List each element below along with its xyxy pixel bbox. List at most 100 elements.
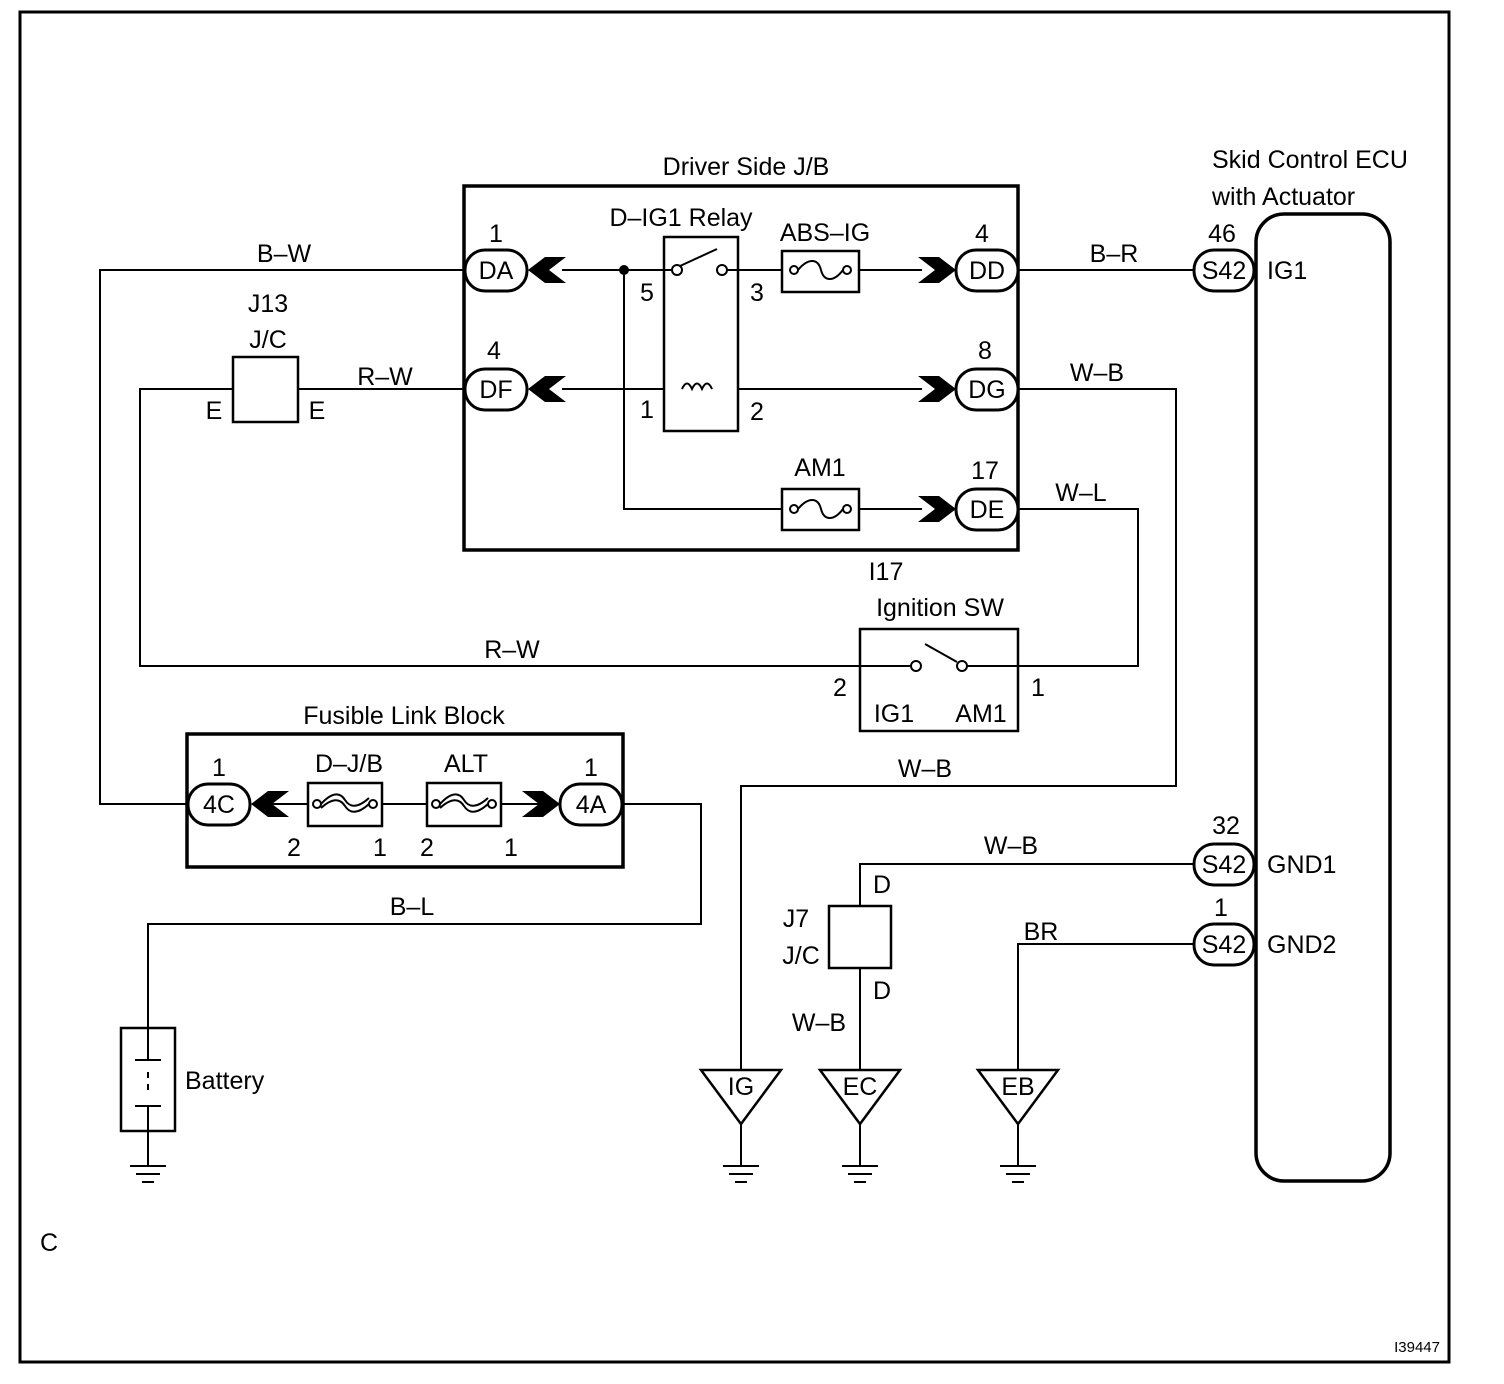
wires (99, 269, 1194, 1166)
ecu-pin-ig1: 46 (1208, 220, 1236, 248)
j7-top-pin: D (873, 871, 891, 899)
ecu-term-gnd1: GND1 (1267, 851, 1336, 879)
connector-df (463, 367, 529, 412)
ignition-switch: I17 Ignition SW 2 1 IG1 AM1 (833, 558, 1045, 733)
figure-id: I39447 (1394, 1339, 1440, 1356)
connector-s42-gnd1-label: S42 (1202, 851, 1246, 879)
connector-df-label: DF (479, 376, 512, 404)
ignition-switch-name: Ignition SW (876, 594, 1004, 622)
ignition-contact-right (956, 660, 968, 672)
connector-da-label: DA (479, 257, 514, 285)
wire-br-gnd2 (1017, 943, 1194, 1070)
djb-pin-left: 2 (287, 834, 301, 862)
wire-label-wl: W–L (1055, 479, 1107, 507)
ignition-switch-id: I17 (869, 558, 904, 586)
relay-pin-5: 5 (640, 279, 654, 307)
am1-fuse-label: AM1 (794, 454, 845, 482)
j13-type: J/C (249, 326, 287, 354)
connector-de (954, 487, 1020, 532)
ground-ec: EC (817, 1068, 903, 1183)
ignition-term-ig1: IG1 (874, 700, 914, 728)
corner-label: C (40, 1229, 58, 1257)
df-female-arrow (528, 376, 566, 402)
connector-s42-ig1 (1192, 248, 1256, 293)
connector-dg-label: DG (968, 376, 1006, 404)
connector-s42-gnd2 (1192, 922, 1256, 967)
ground-ig-triangle (698, 1068, 784, 1127)
wire-label-rw-bottom: R–W (484, 636, 540, 664)
connector-s42-gnd2-label: S42 (1202, 931, 1246, 959)
relay-pin-1: 1 (640, 396, 654, 424)
relay-label: D–IG1 Relay (609, 204, 753, 232)
alt-fusible-link (425, 781, 503, 828)
j13-junction-connector: J13 J/C E E (206, 290, 326, 425)
ground-eb: EB (975, 1068, 1061, 1183)
ecu-term-ig1: IG1 (1267, 257, 1307, 285)
wire-label-wb-ec: W–B (792, 1009, 846, 1037)
wire-rw-bottom (139, 388, 860, 667)
ignition-switch-box (858, 627, 1020, 733)
relay-coil-icon (681, 382, 713, 392)
connector-da (463, 248, 529, 293)
da-pin: 1 (489, 220, 503, 248)
j13-left-pin: E (206, 397, 223, 425)
da-female-arrow (528, 257, 566, 283)
dd-pin: 4 (975, 220, 989, 248)
fusible-link-title: Fusible Link Block (303, 702, 505, 730)
alt-fuse-label: ALT (444, 750, 488, 778)
wire-bw (99, 269, 465, 805)
dg-male-arrow (918, 376, 956, 402)
relay-contact-right (716, 264, 728, 276)
djb-pin-right: 1 (373, 834, 387, 862)
battery-label: Battery (185, 1067, 265, 1095)
connector-dd-label: DD (969, 257, 1005, 285)
driver-side-jb: Driver Side J/B D–IG1 Relay 5 3 1 2 ABS–… (462, 153, 1020, 552)
relay-pin-3: 3 (750, 279, 764, 307)
djb-fuse-label: D–J/B (315, 750, 383, 778)
ecu-title-line2: with Actuator (1211, 183, 1355, 211)
wire-label-rw-top: R–W (357, 363, 413, 391)
4a-pin: 1 (584, 754, 598, 782)
ecu-body (1254, 212, 1392, 1183)
ecu-term-gnd2: GND2 (1267, 931, 1336, 959)
wire-label-wb-gnd1: W–B (984, 832, 1038, 860)
wire-label-wb-ig: W–B (898, 755, 952, 783)
ecu-title-line1: Skid Control ECU (1212, 146, 1408, 174)
am1-fuse (780, 487, 861, 532)
wire-label-br-ig1: B–R (1090, 240, 1139, 268)
de-pin: 17 (971, 457, 999, 485)
4c-female-arrow (251, 791, 289, 817)
alt-pin-left: 2 (420, 834, 434, 862)
wire-label-bw: B–W (257, 240, 312, 268)
j7-type: J/C (782, 942, 820, 970)
wire-wl (1018, 508, 1139, 667)
alt-pin-right: 1 (504, 834, 518, 862)
driver-jb-title: Driver Side J/B (663, 153, 830, 181)
dg-pin: 8 (978, 337, 992, 365)
4c-pin: 1 (212, 754, 226, 782)
j7-id: J7 (783, 905, 809, 933)
connector-s42-gnd1 (1192, 842, 1256, 887)
4a-male-arrow (522, 791, 560, 817)
abs-ig-fuse-label: ABS–IG (780, 219, 870, 247)
connector-4a-label: 4A (576, 791, 607, 819)
ground-eb-icon (1000, 1165, 1036, 1183)
ground-ec-icon (842, 1165, 878, 1183)
j13-right-pin: E (309, 397, 326, 425)
junction-dot (619, 265, 629, 275)
wire-label-bl: B–L (390, 893, 435, 921)
wire-label-wb-dg: W–B (1070, 359, 1124, 387)
battery: Battery (119, 1026, 265, 1183)
ignition-switch-arm (924, 643, 958, 663)
ignition-pin-right: 1 (1031, 674, 1045, 702)
ground-ec-label: EC (843, 1073, 878, 1101)
relay-pin-2: 2 (750, 398, 764, 426)
diagram-frame (18, 10, 1451, 1364)
j7-bottom-pin: D (873, 977, 891, 1005)
ground-ig-label: IG (728, 1073, 754, 1101)
fusible-link-block: Fusible Link Block 1 4C D–J/B 2 1 ALT (185, 702, 625, 869)
driver-jb-box (462, 184, 1020, 552)
ground-ig: IG (698, 1068, 784, 1183)
ignition-pin-left: 2 (833, 674, 847, 702)
